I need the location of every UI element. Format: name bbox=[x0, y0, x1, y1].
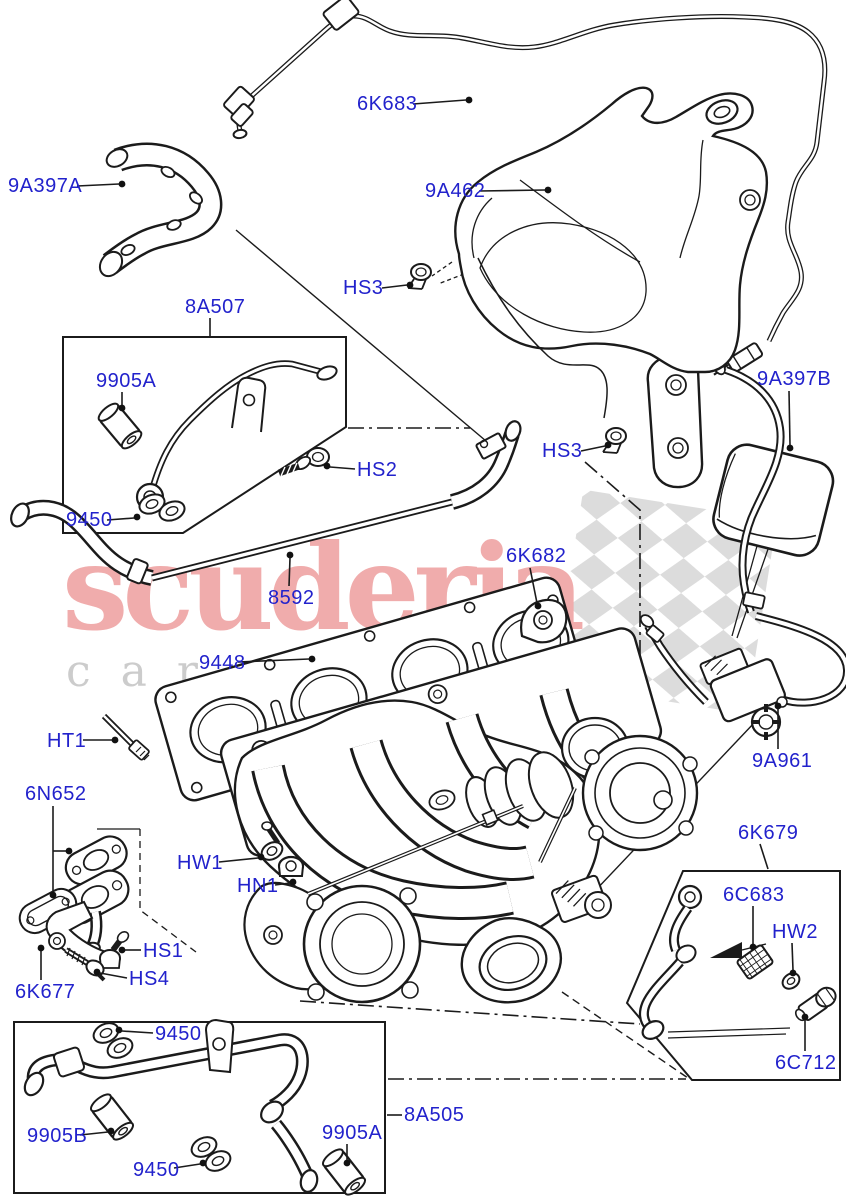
part-9a397b-cover bbox=[712, 443, 835, 557]
part-label-8592[interactable]: 8592 bbox=[268, 587, 315, 609]
part-label-ht1[interactable]: HT1 bbox=[47, 730, 87, 752]
part-label-hw2[interactable]: HW2 bbox=[772, 921, 818, 943]
part-label-9a462[interactable]: 9A462 bbox=[425, 180, 486, 202]
group-box-8a507 bbox=[62, 336, 347, 534]
bolt-hs1 bbox=[99, 931, 130, 969]
part-label-6c683[interactable]: 6C683 bbox=[723, 884, 785, 906]
construction-lines bbox=[97, 229, 775, 1080]
part-8a505-pipe bbox=[23, 1018, 367, 1196]
part-label-hs3-mid[interactable]: HS3 bbox=[542, 440, 583, 462]
part-label-9905b[interactable]: 9905B bbox=[27, 1125, 88, 1147]
part-hw2-washer bbox=[781, 972, 801, 990]
part-hn1-nut bbox=[277, 855, 305, 877]
part-label-9a961[interactable]: 9A961 bbox=[752, 750, 813, 772]
part-9a961-solenoid bbox=[639, 366, 846, 740]
part-6c683-filter bbox=[736, 944, 774, 980]
fitting-9905a bbox=[97, 402, 143, 450]
leader-dots bbox=[37, 96, 809, 1167]
part-6k682-manifold-turbo bbox=[219, 598, 699, 1004]
part-label-6k682[interactable]: 6K682 bbox=[506, 545, 567, 567]
part-label-9450-c[interactable]: 9450 bbox=[133, 1159, 180, 1181]
part-label-9a397a[interactable]: 9A397A bbox=[8, 175, 83, 197]
part-6k679-pipe bbox=[638, 884, 837, 1040]
bolt-hs3-mid bbox=[602, 427, 627, 454]
part-6n652-drain bbox=[18, 835, 130, 968]
part-label-hw1[interactable]: HW1 bbox=[177, 852, 223, 874]
part-label-hs3-top[interactable]: HS3 bbox=[343, 277, 384, 299]
part-6c712-bolt bbox=[794, 986, 837, 1022]
bolt-hs2 bbox=[277, 447, 330, 477]
part-9a462-heat-shield bbox=[454, 86, 769, 489]
part-9a397a-hose bbox=[98, 142, 223, 278]
part-label-6k679[interactable]: 6K679 bbox=[738, 822, 799, 844]
part-label-9450-b[interactable]: 9450 bbox=[155, 1023, 202, 1045]
part-ht1-stud bbox=[101, 713, 150, 761]
part-label-9905a-b[interactable]: 9905A bbox=[322, 1122, 383, 1144]
part-label-9a397b[interactable]: 9A397B bbox=[757, 368, 832, 390]
part-label-hs1[interactable]: HS1 bbox=[143, 940, 184, 962]
part-label-6c712[interactable]: 6C712 bbox=[775, 1052, 837, 1074]
leader-lines bbox=[40, 99, 806, 1169]
part-label-9450-a[interactable]: 9450 bbox=[66, 509, 113, 531]
group-box-8a505 bbox=[13, 1021, 386, 1194]
part-label-6k683[interactable]: 6K683 bbox=[357, 93, 418, 115]
part-label-hn1[interactable]: HN1 bbox=[237, 875, 279, 897]
part-label-hs4[interactable]: HS4 bbox=[129, 968, 170, 990]
pipe-end-fitting bbox=[726, 342, 763, 373]
part-label-6k677[interactable]: 6K677 bbox=[15, 981, 76, 1003]
part-label-8a505[interactable]: 8A505 bbox=[404, 1104, 465, 1126]
part-label-9905a[interactable]: 9905A bbox=[96, 370, 157, 392]
part-label-6n652[interactable]: 6N652 bbox=[25, 783, 87, 805]
part-label-hs2[interactable]: HS2 bbox=[357, 459, 398, 481]
part-label-8a507[interactable]: 8A507 bbox=[185, 296, 246, 318]
group-boxes bbox=[13, 336, 841, 1194]
group-box-6k679 bbox=[625, 870, 841, 1081]
part-8a507-oil-feed-pipe bbox=[97, 360, 338, 522]
part-8592-pipe bbox=[10, 420, 522, 586]
part-hw1-washer bbox=[260, 821, 284, 861]
bolt-hs3-top bbox=[407, 263, 432, 290]
part-label-9448[interactable]: 9448 bbox=[199, 652, 246, 674]
